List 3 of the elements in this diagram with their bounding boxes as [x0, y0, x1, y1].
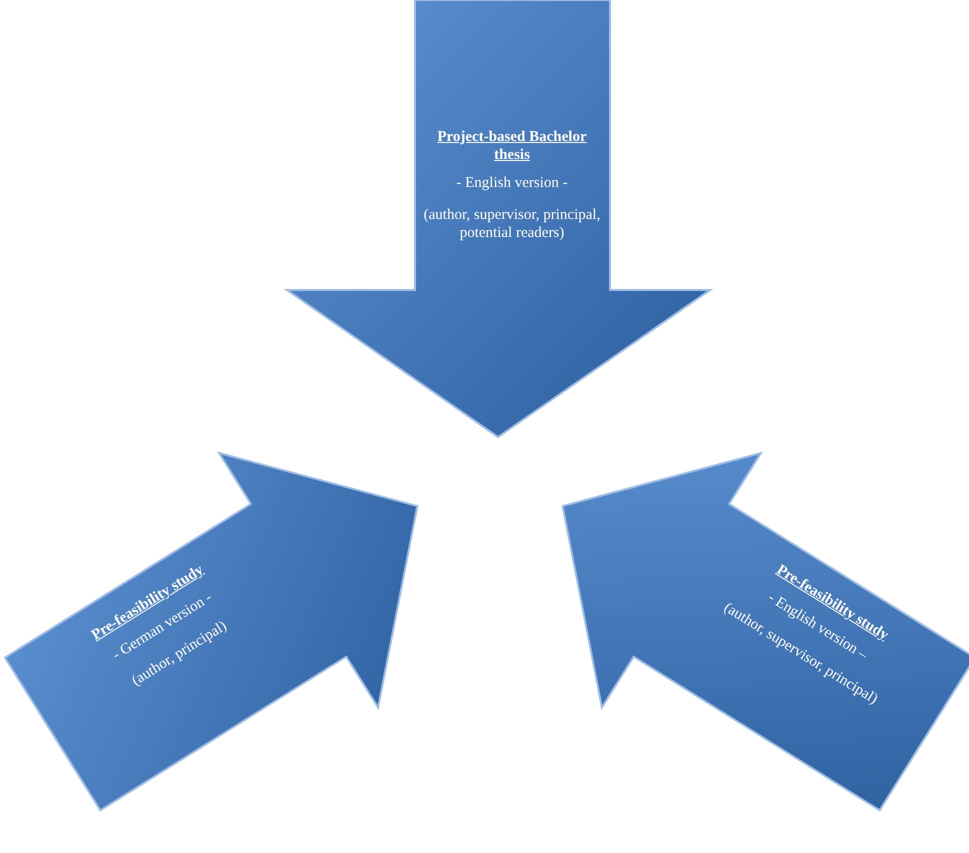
arrow-text: - English version - [455, 174, 569, 192]
arrow-text: (author, supervisor, principal, potential readers) [422, 206, 602, 242]
arrow-heading: Project-based Bachelor thesis [436, 128, 588, 164]
